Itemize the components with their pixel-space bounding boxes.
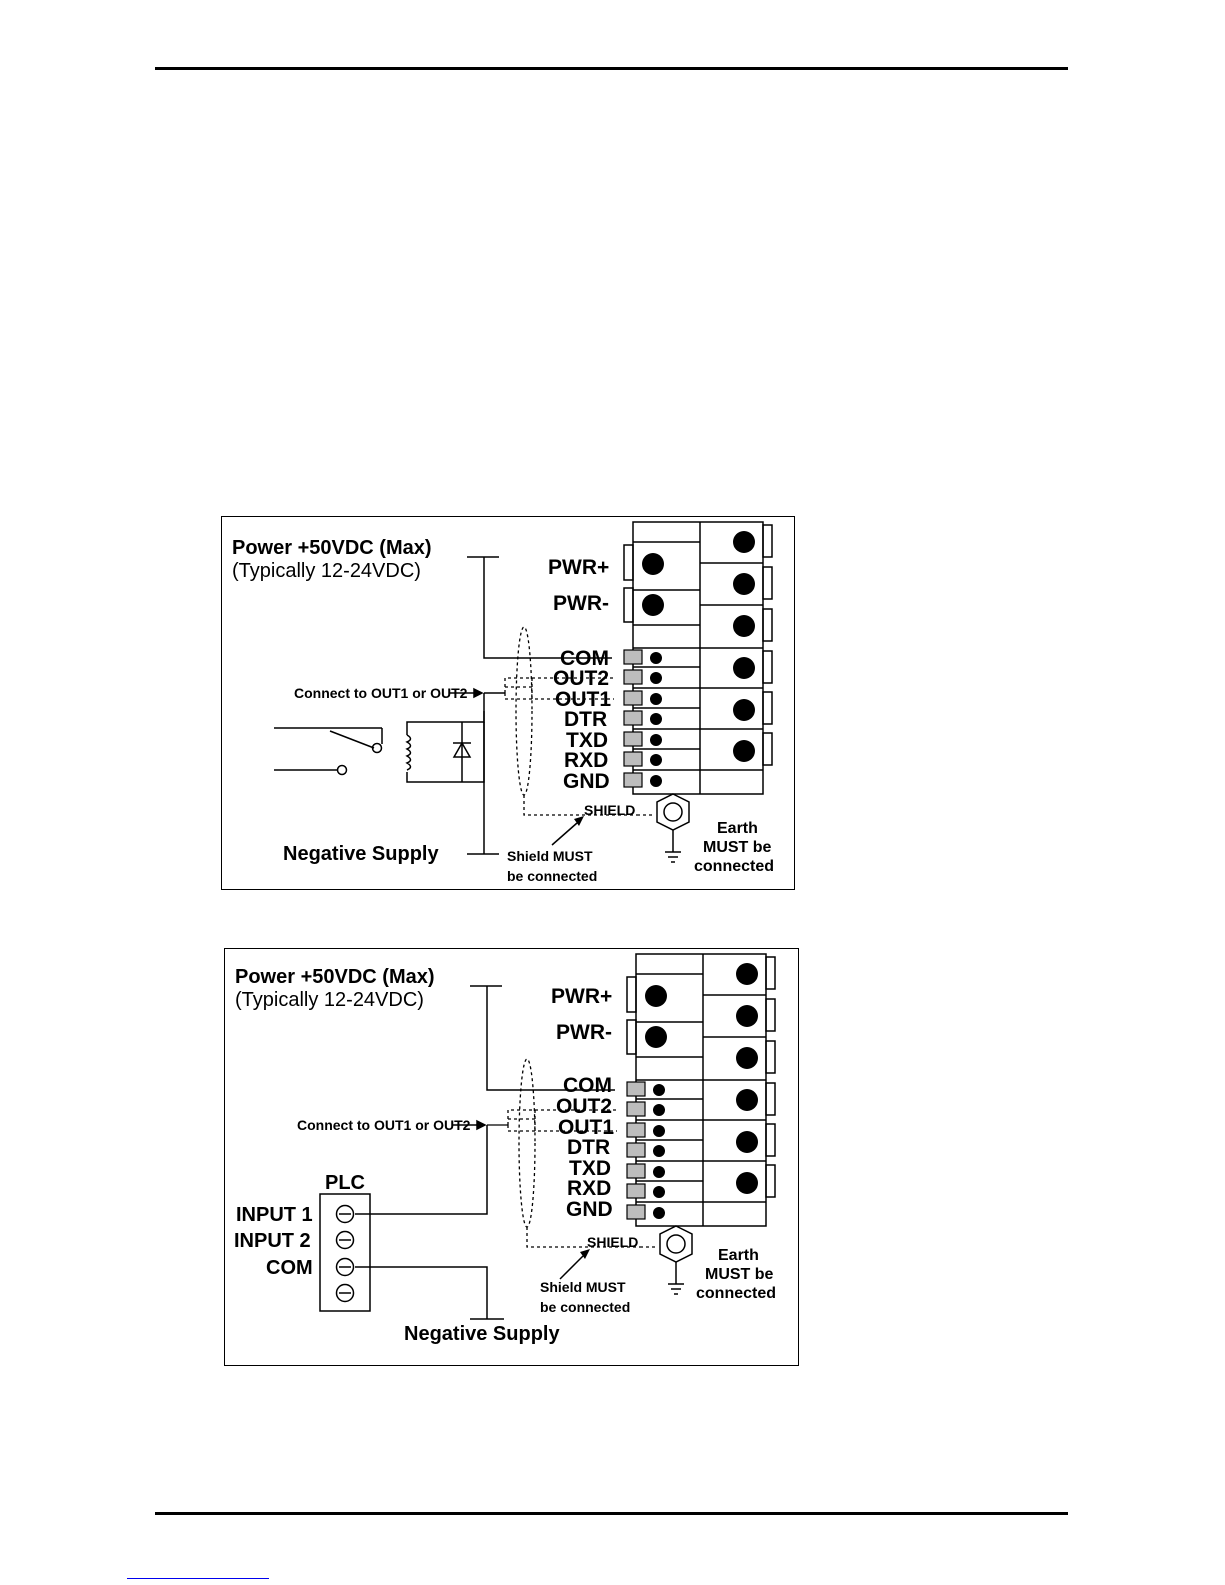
earth-note-line3: connected [696,1285,776,1302]
power-label: Power +50VDC (Max) [232,537,432,559]
shield-note-line1: Shield MUST [540,1279,626,1295]
terminal-screws [642,531,755,787]
footer-link-underline[interactable] [127,1578,269,1579]
negative-supply-label: Negative Supply [404,1323,560,1345]
pin-out2-label: OUT2 [553,667,609,690]
pin-gnd-label: GND [563,770,610,793]
plc-wiring-diagram: Power +50VDC (Max) (Typically 12-24VDC) … [224,948,799,1366]
plc-wiring-svg: Power +50VDC (Max) (Typically 12-24VDC) … [234,953,776,1345]
shield-label: SHIELD [584,802,635,818]
connect-note: Connect to OUT1 or OUT2 [294,685,468,701]
earth-ground-icon [656,793,690,863]
relay-wiring-svg: Power +50VDC (Max) (Typically 12-24VDC) … [232,521,774,884]
pin-dtr-label: DTR [564,708,607,731]
shield-note-line2: be connected [540,1299,630,1315]
pin-rxd-label: RXD [567,1177,611,1200]
earth-note-line2: MUST be [703,839,772,856]
pin-com-label: COM [560,647,609,670]
earth-note-line1: Earth [718,1247,759,1264]
plc-title: PLC [325,1172,365,1194]
plc-input2-label: INPUT 2 [234,1230,311,1252]
pin-clamps [623,649,643,788]
pin-clamps [626,1081,646,1220]
shield-label: SHIELD [587,1234,638,1250]
shield-note-line1: Shield MUST [507,848,593,864]
power-label: Power +50VDC (Max) [235,966,435,988]
pin-rxd-label: RXD [564,749,608,772]
earth-ground-icon [659,1225,693,1295]
pwr-minus-label: PWR- [553,592,609,615]
shield-note-line2: be connected [507,868,597,884]
pin-out1-label: OUT1 [558,1116,614,1139]
header-rule [155,67,1068,70]
pwr-plus-label: PWR+ [551,985,612,1008]
pin-gnd-label: GND [566,1198,613,1221]
plc-input1-label: INPUT 1 [236,1204,313,1226]
pwr-plus-label: PWR+ [548,556,609,579]
pin-dtr-label: DTR [567,1136,610,1159]
negative-supply-label: Negative Supply [283,843,439,865]
pin-txd-label: TXD [566,729,608,752]
pin-out1-label: OUT1 [555,688,611,711]
relay-wiring-diagram: Power +50VDC (Max) (Typically 12-24VDC) … [221,516,795,890]
pin-txd-label: TXD [569,1157,611,1180]
terminal-screws [645,963,758,1219]
earth-note-line3: connected [694,858,774,875]
plc-com-label: COM [266,1257,313,1279]
earth-note-line2: MUST be [705,1266,774,1283]
pin-com-label: COM [563,1074,612,1097]
pin-out2-label: OUT2 [556,1095,612,1118]
pwr-minus-label: PWR- [556,1021,612,1044]
earth-note-line1: Earth [717,820,758,837]
footer-rule [155,1512,1068,1515]
connect-note: Connect to OUT1 or OUT2 [297,1117,471,1133]
power-sublabel: (Typically 12-24VDC) [232,560,421,582]
power-sublabel: (Typically 12-24VDC) [235,989,424,1011]
